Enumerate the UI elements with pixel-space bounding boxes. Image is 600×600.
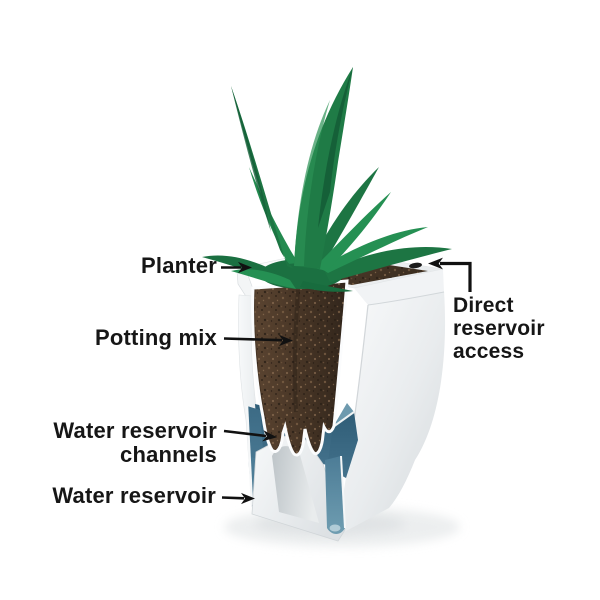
water-reservoir-right-leg: [325, 455, 346, 535]
plant-leaf: [300, 281, 353, 292]
plant: [202, 67, 452, 292]
plant-leaf: [314, 192, 391, 271]
label-water-reservoir-channels-line2: channels: [120, 442, 217, 467]
arch-interior: [272, 446, 319, 523]
label-potting-mix-text: Potting mix: [95, 325, 217, 350]
label-water-reservoir-channels-line1: Water reservoir: [53, 418, 217, 443]
label-potting-mix: Potting mix: [95, 326, 217, 350]
label-water-reservoir-channels: Water reservoir channels: [53, 419, 217, 467]
plant-leaf: [202, 255, 290, 285]
label-direct-line2: reservoir: [453, 317, 545, 340]
label-direct-reservoir-access: Direct reservoir access: [453, 294, 545, 363]
label-planter-text: Planter: [141, 253, 217, 278]
label-direct-line3: access: [453, 340, 525, 363]
potting-mix-cross-section: [251, 279, 349, 457]
plant-leaf: [325, 246, 452, 282]
plant-leaf: [231, 269, 296, 289]
arrow-potting-mix: [223, 334, 293, 347]
label-water-reservoir-text: Water reservoir: [52, 483, 216, 508]
arrow-planter: [221, 261, 252, 274]
plant-leaf: [310, 167, 379, 267]
arrow-water-reservoir: [221, 492, 255, 505]
arrow-direct-reservoir-access: [428, 257, 472, 292]
arrow-water-reservoir-channels: [223, 429, 277, 442]
label-direct-line1: Direct: [453, 294, 514, 317]
label-planter: Planter: [141, 254, 217, 278]
callout-arrows: [221, 257, 472, 505]
reservoir-base-arch: [251, 433, 346, 542]
reservoir-access-hole-icon: [409, 262, 422, 269]
plant-leaf: [320, 227, 428, 273]
label-water-reservoir: Water reservoir: [52, 484, 216, 508]
